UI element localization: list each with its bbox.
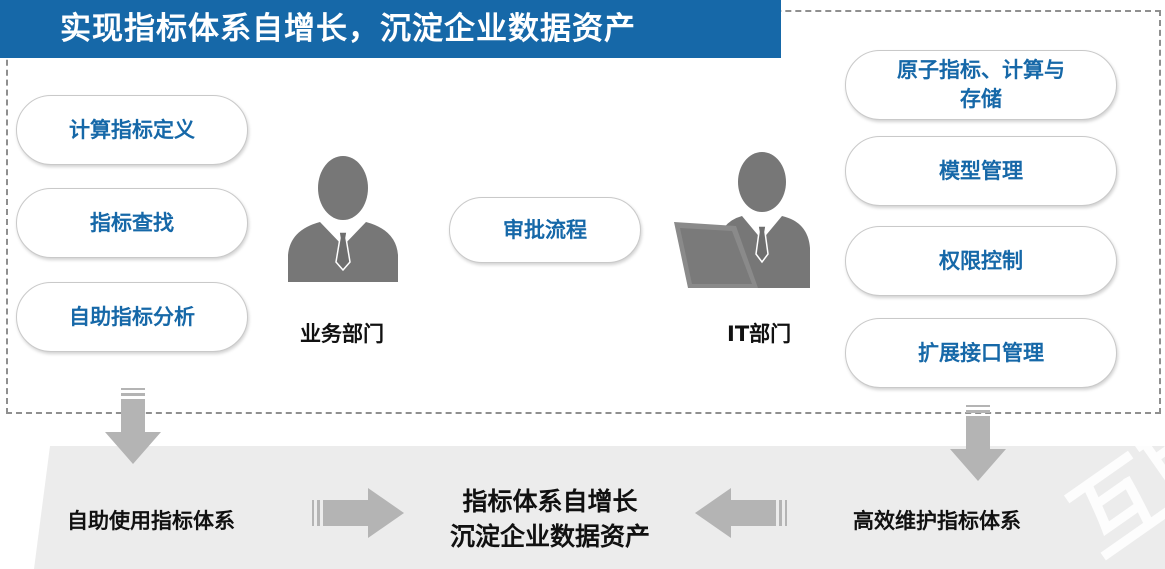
right-arrow-icon: [312, 488, 404, 538]
business-person-icon: [288, 156, 398, 282]
pill-extension-interface-management: 扩展接口管理: [845, 318, 1117, 388]
bottom-band: 互联: [34, 387, 1165, 569]
pill-metric-search: 指标查找: [16, 188, 248, 258]
pill-label: 审批流程: [503, 217, 587, 242]
pill-label-line1: 原子指标、计算与: [897, 58, 1065, 82]
efficient-maintenance-label: 高效维护指标体系: [853, 509, 1021, 533]
pill-permission-control: 权限控制: [845, 226, 1117, 296]
pill-label-line2: 存储: [960, 87, 1002, 111]
pill-atomic-metric-storage: 原子指标、计算与 存储: [845, 50, 1117, 120]
pill-label: 扩展接口管理: [918, 340, 1044, 365]
center-goal-text: 指标体系自增长 沉淀企业数据资产: [400, 484, 700, 554]
pill-self-service-analysis: 自助指标分析: [16, 282, 248, 352]
pill-model-management: 模型管理: [845, 136, 1117, 206]
pill-label: 自助指标分析: [69, 304, 195, 329]
left-arrow-icon: [695, 488, 787, 538]
business-dept-label: 业务部门: [300, 322, 384, 346]
pill-label: 指标查找: [90, 210, 174, 235]
pill-label: 模型管理: [939, 158, 1023, 183]
page-title: 实现指标体系自增长，沉淀企业数据资产: [0, 0, 781, 58]
pill-label: 计算指标定义: [69, 117, 195, 142]
self-service-usage-label: 自助使用指标体系: [67, 509, 235, 533]
pill-label: 权限控制: [939, 248, 1023, 273]
down-arrow-left-icon: [105, 388, 161, 464]
it-person-laptop-icon: [674, 152, 810, 288]
pill-approval-process: 审批流程: [449, 197, 641, 263]
center-goal-line1: 指标体系自增长: [462, 487, 638, 516]
it-dept-label: IT部门: [727, 322, 792, 346]
down-arrow-right-icon: [950, 405, 1006, 481]
center-goal-line2: 沉淀企业数据资产: [449, 522, 650, 551]
pill-calc-metric-definition: 计算指标定义: [16, 95, 248, 165]
